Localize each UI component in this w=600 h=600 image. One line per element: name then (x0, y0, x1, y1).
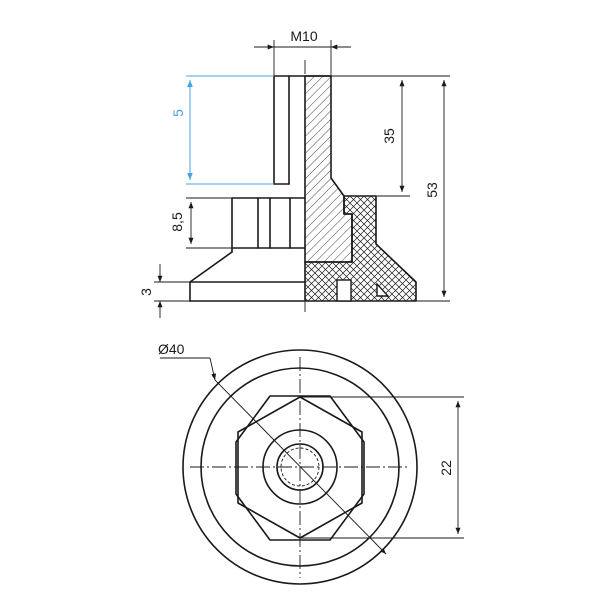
dim-base-height-label: 3 (138, 288, 154, 296)
base-cavity-left (336, 279, 352, 302)
dim-top-length-label: 5 (170, 109, 186, 117)
dim-overall-height-label: 53 (424, 182, 440, 198)
side-section-view: M10 5 35 53 8,5 (138, 28, 450, 318)
dim-stud-length: 35 (331, 75, 410, 197)
dim-base-height: 3 (138, 264, 190, 318)
dim-diameter: Ø40 (158, 341, 387, 555)
dim-hex-height: 8,5 (169, 197, 232, 249)
stud-outline (273, 75, 332, 185)
dim-stud-length-label: 35 (381, 128, 397, 144)
dim-diameter-label: Ø40 (158, 341, 185, 357)
stud-section-hatch (304, 75, 353, 263)
dim-hex-flats-label: 22 (438, 460, 454, 476)
hex-outline (235, 395, 365, 541)
dim-overall-height: 53 (402, 75, 450, 302)
outer-circle (182, 349, 418, 585)
hex-nut-outline (231, 197, 306, 249)
dim-m10: M10 (254, 28, 351, 76)
base-cavity-right (376, 282, 390, 297)
top-view: Ø40 22 (158, 341, 464, 585)
base-outline (189, 247, 306, 302)
dim-hex-height-label: 8,5 (169, 212, 185, 232)
dim-top-length: 5 (170, 75, 274, 185)
dim-m10-label: M10 (290, 28, 317, 44)
dim-hex-flats: 22 (300, 396, 464, 539)
